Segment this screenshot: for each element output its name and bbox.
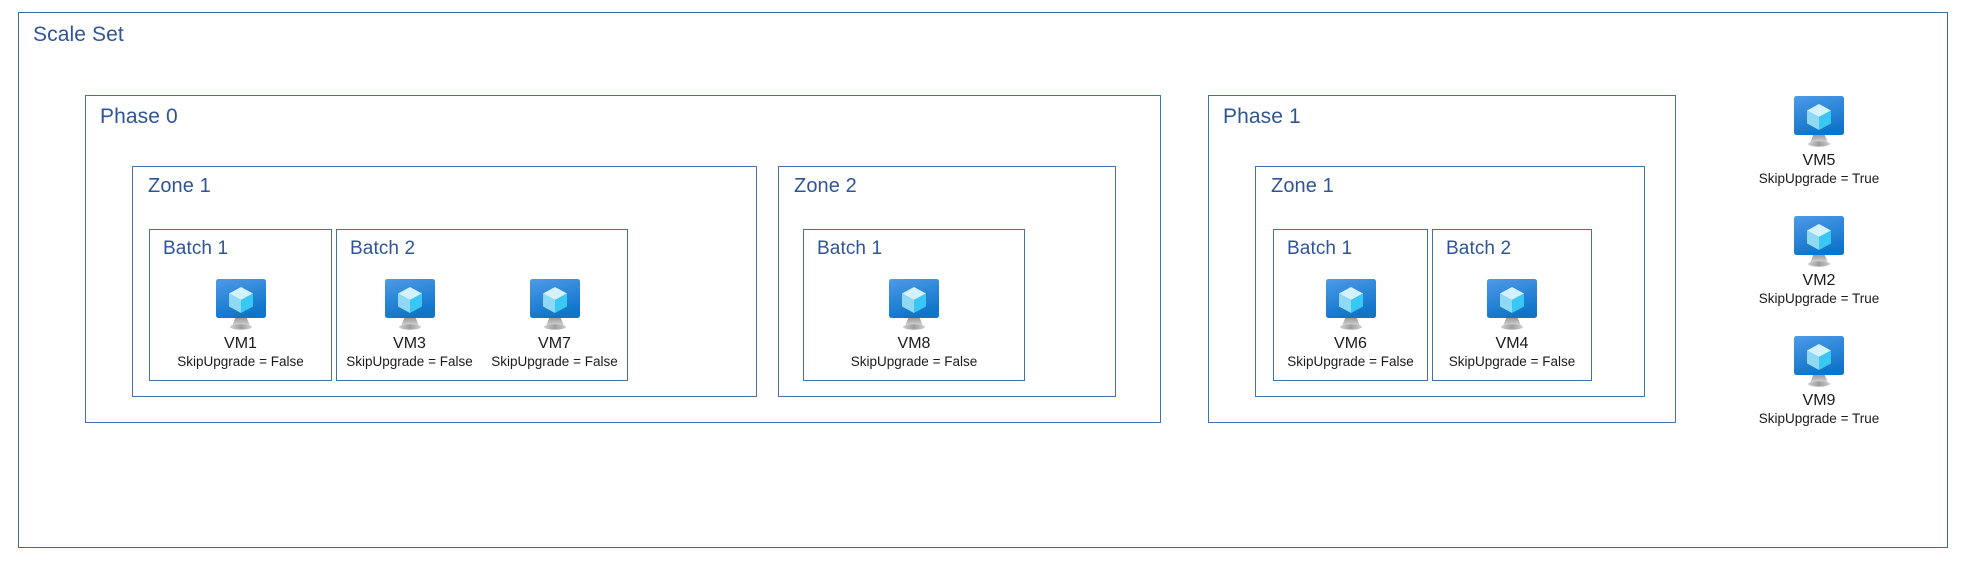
vm-node[interactable]: VM2 SkipUpgrade = True	[1744, 213, 1894, 307]
scale-set-container: Scale Set Phase 0 Zone 1 Batch 1	[18, 12, 1948, 548]
vm-name-label: VM6	[1334, 335, 1367, 352]
vm-name-label: VM8	[897, 335, 931, 352]
phase-0-zone-2-title: Zone 2	[794, 175, 857, 197]
azure-virtual-machine-icon	[1788, 213, 1850, 271]
phase-0-title: Phase 0	[100, 105, 178, 128]
vm-skipupgrade-label: SkipUpgrade = False	[177, 354, 304, 370]
azure-virtual-machine-icon	[883, 276, 945, 334]
phase-1-zone-1-batch-1-title: Batch 1	[1287, 238, 1353, 259]
vm-name-label: VM1	[224, 335, 257, 352]
phase-0-zone-1-batch-1-container: Batch 1 VM1 SkipUpgrade = False	[149, 229, 332, 381]
azure-virtual-machine-icon	[1788, 93, 1850, 151]
phase-1-zone-1-title: Zone 1	[1271, 175, 1334, 197]
vm-name-label: VM3	[393, 335, 426, 352]
vm-skipupgrade-label: SkipUpgrade = False	[491, 354, 618, 370]
vm-node[interactable]: VM8 SkipUpgrade = False	[839, 276, 989, 370]
phase-1-title: Phase 1	[1223, 105, 1301, 128]
phase-0-zone-1-container: Zone 1 Batch 1 VM1	[132, 166, 757, 397]
vm-name-label: VM9	[1802, 391, 1836, 409]
vm-node[interactable]: VM5 SkipUpgrade = True	[1744, 93, 1894, 187]
phase-1-container: Phase 1 Zone 1 Batch 1	[1208, 95, 1676, 423]
phase-0-zone-1-title: Zone 1	[148, 175, 211, 197]
phase-0-zone-1-batch-2-container: Batch 2 VM3 SkipUpgrade = False	[336, 229, 628, 381]
azure-virtual-machine-icon	[1320, 276, 1382, 334]
azure-virtual-machine-icon	[379, 276, 441, 334]
vm-node[interactable]: VM1 SkipUpgrade = False	[166, 276, 316, 370]
phase-0-zone-2-container: Zone 2 Batch 1 VM8	[778, 166, 1116, 397]
phase-0-zone-2-batch-1-title: Batch 1	[817, 238, 883, 259]
vm-name-label: VM2	[1802, 271, 1836, 289]
azure-virtual-machine-icon	[524, 276, 586, 334]
vm-name-label: VM4	[1495, 335, 1529, 352]
vm-skipupgrade-label: SkipUpgrade = True	[1758, 171, 1880, 187]
vm-node[interactable]: VM7 SkipUpgrade = False	[482, 276, 627, 370]
phase-1-zone-1-batch-2-container: Batch 2 VM4 SkipUpgrade = False	[1432, 229, 1592, 381]
vm-node[interactable]: VM9 SkipUpgrade = True	[1744, 333, 1894, 427]
phase-0-zone-1-batch-1-title: Batch 1	[163, 238, 229, 259]
vm-skipupgrade-label: SkipUpgrade = True	[1758, 411, 1880, 427]
vm-skipupgrade-label: SkipUpgrade = False	[1448, 354, 1576, 370]
vm-skipupgrade-label: SkipUpgrade = False	[1287, 354, 1414, 370]
vm-skipupgrade-label: SkipUpgrade = False	[346, 354, 473, 370]
standalone-vm-list: VM5 SkipUpgrade = True VM2 SkipUpgrade	[1719, 93, 1919, 427]
phase-1-zone-1-container: Zone 1 Batch 1 VM6	[1255, 166, 1645, 397]
azure-virtual-machine-icon	[210, 276, 272, 334]
vm-skipupgrade-label: SkipUpgrade = True	[1758, 291, 1880, 307]
vm-name-label: VM7	[538, 335, 571, 352]
vm-name-label: VM5	[1802, 152, 1836, 169]
vm-node[interactable]: VM3 SkipUpgrade = False	[337, 276, 482, 370]
phase-0-container: Phase 0 Zone 1 Batch 1	[85, 95, 1161, 423]
vm-node[interactable]: VM6 SkipUpgrade = False	[1276, 276, 1426, 370]
azure-virtual-machine-icon	[1481, 276, 1543, 334]
scale-set-title: Scale Set	[33, 23, 124, 46]
phase-1-zone-1-batch-2-title: Batch 2	[1446, 238, 1512, 259]
phase-0-zone-2-batch-1-container: Batch 1 VM8 SkipUpgrade = False	[803, 229, 1025, 381]
vm-node[interactable]: VM4 SkipUpgrade = False	[1437, 276, 1587, 370]
phase-1-zone-1-batch-1-container: Batch 1 VM6 SkipUpgrade = False	[1273, 229, 1428, 381]
phase-0-zone-1-batch-2-title: Batch 2	[350, 238, 416, 259]
azure-virtual-machine-icon	[1788, 333, 1850, 391]
vm-skipupgrade-label: SkipUpgrade = False	[850, 354, 978, 370]
